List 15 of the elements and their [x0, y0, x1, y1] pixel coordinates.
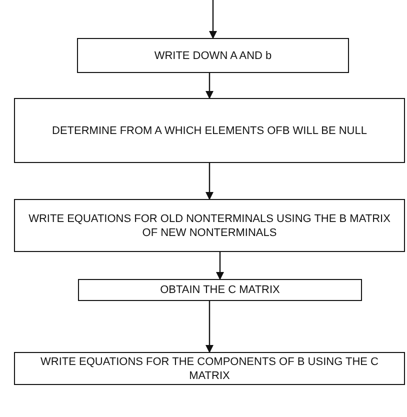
- step-text: WRITE DOWN A AND b: [154, 48, 272, 62]
- process-box: [14, 199, 405, 252]
- arrow: [216, 252, 224, 280]
- step-text: DETERMINE FROM A WHICH ELEMENTS OFB WILL BE NULL: [52, 124, 367, 138]
- arrow: [209, 0, 217, 39]
- process-box: [14, 352, 405, 385]
- step-text: WRITE EQUATIONS FOR THE COMPONENTS OF B USING THE C MATRIX: [40, 354, 380, 382]
- process-box: [77, 38, 349, 73]
- process-box: [14, 98, 405, 163]
- step-text: WRITE EQUATIONS FOR OLD NONTERMINALS USING THE B MATRIX OF NEW NONTERMINALS: [28, 212, 392, 240]
- arrow: [206, 301, 214, 353]
- process-box: [78, 279, 362, 301]
- step-text: OBTAIN THE C MATRIX: [160, 283, 280, 297]
- arrow: [206, 163, 214, 200]
- arrow: [206, 73, 214, 99]
